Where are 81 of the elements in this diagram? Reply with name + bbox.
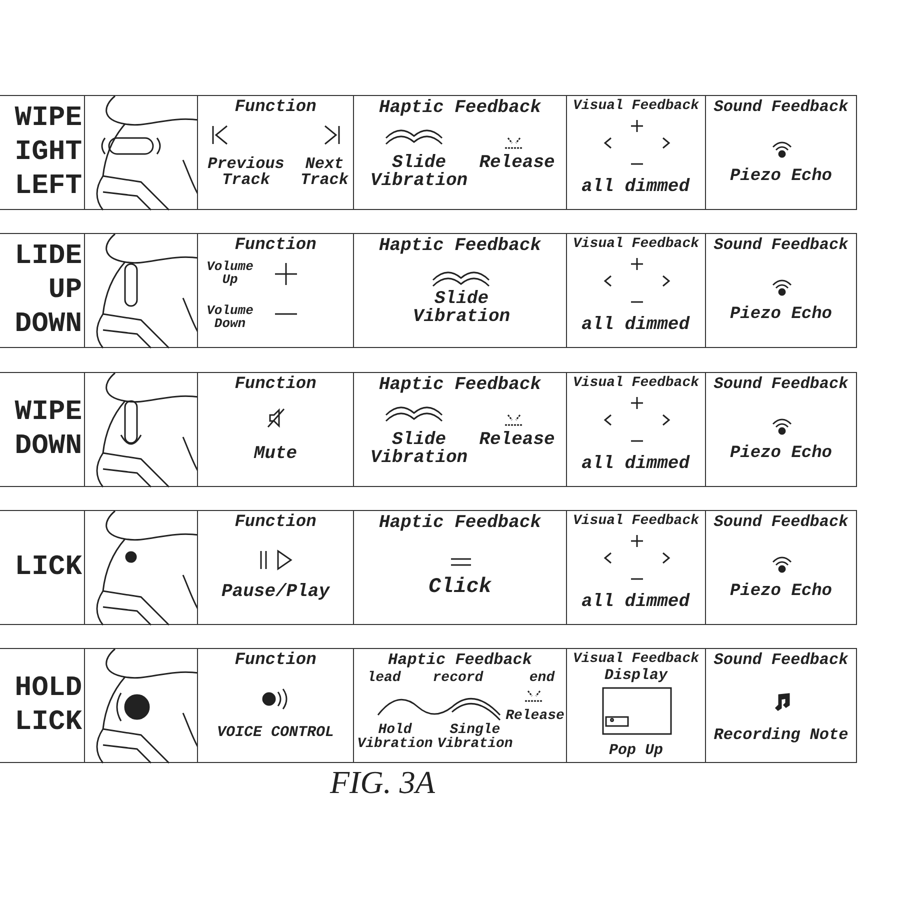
column-heading: Sound Feedback bbox=[712, 513, 850, 531]
feedback-label: all dimmed bbox=[580, 593, 691, 611]
function-label: Mute bbox=[252, 445, 298, 463]
column-heading: Sound Feedback bbox=[712, 651, 850, 669]
column-heading: Function bbox=[234, 98, 318, 117]
feedback-label: all dimmed bbox=[580, 316, 691, 334]
visual-cell bbox=[566, 510, 706, 625]
column-heading: Function bbox=[234, 651, 318, 670]
function-label: Pause/Play bbox=[220, 583, 331, 601]
gesture-cell bbox=[0, 95, 85, 210]
column-heading: Function bbox=[234, 375, 318, 394]
gesture-label: LIDE UP DOWN bbox=[14, 240, 82, 342]
column-heading: Haptic Feedback bbox=[378, 375, 542, 395]
visual-cell bbox=[566, 372, 706, 487]
feedback-label: Release bbox=[478, 431, 556, 449]
visual-cell bbox=[566, 95, 706, 210]
haptic-cell bbox=[353, 233, 567, 348]
gesture-label: WIPE IGHT LEFT bbox=[14, 102, 82, 204]
column-heading: Visual Feedback bbox=[572, 98, 700, 114]
column-heading: Haptic Feedback bbox=[386, 651, 534, 669]
column-heading: Sound Feedback bbox=[712, 236, 850, 254]
feedback-label: Piezo Echo bbox=[728, 306, 834, 323]
gesture-cell bbox=[0, 233, 85, 348]
feedback-label: Release bbox=[504, 709, 566, 723]
sound-cell bbox=[705, 648, 857, 763]
gesture-cell bbox=[0, 510, 85, 625]
function-label: VOICE CONTROL bbox=[216, 725, 336, 740]
function-cell bbox=[197, 372, 354, 487]
feedback-label: Pop Up bbox=[608, 743, 664, 758]
haptic-cell bbox=[353, 95, 567, 210]
function-label: Next Track bbox=[299, 156, 350, 188]
feedback-label: lead bbox=[366, 671, 402, 685]
feedback-label: Recording Note bbox=[712, 727, 850, 743]
visual-cell bbox=[566, 233, 706, 348]
gesture-cell bbox=[0, 372, 85, 487]
haptic-cell bbox=[353, 648, 567, 763]
feedback-label: Slide Vibration bbox=[412, 290, 512, 326]
function-cell bbox=[197, 510, 354, 625]
sound-cell bbox=[705, 233, 857, 348]
column-heading: Haptic Feedback bbox=[378, 236, 542, 256]
sound-cell bbox=[705, 372, 857, 487]
visual-cell bbox=[566, 648, 706, 763]
column-heading: Sound Feedback bbox=[712, 375, 850, 393]
feedback-label: Slide Vibration bbox=[369, 154, 469, 190]
figure-caption: FIG. 3A bbox=[330, 764, 435, 801]
function-label: Volume Up bbox=[206, 260, 254, 286]
feedback-label: Slide Vibration bbox=[369, 431, 469, 467]
function-cell bbox=[197, 95, 354, 210]
feedback-label: all dimmed bbox=[580, 178, 691, 196]
feedback-label: Hold Vibration bbox=[356, 723, 434, 751]
gesture-cell bbox=[0, 648, 85, 763]
feedback-label: end bbox=[528, 671, 556, 685]
gesture-label: LICK bbox=[14, 550, 82, 584]
feedback-label: Release bbox=[478, 154, 556, 172]
haptic-cell bbox=[353, 372, 567, 487]
feedback-label: record bbox=[432, 671, 484, 685]
gesture-label: HOLD LICK bbox=[14, 672, 82, 740]
feedback-label: Display bbox=[603, 668, 669, 683]
feedback-label: Piezo Echo bbox=[728, 445, 834, 462]
haptic-cell bbox=[353, 510, 567, 625]
feedback-label: Piezo Echo bbox=[728, 168, 834, 185]
sound-cell bbox=[705, 510, 857, 625]
gesture-label: WIPE DOWN bbox=[14, 396, 82, 464]
feedback-label: Piezo Echo bbox=[728, 583, 834, 600]
column-heading: Visual Feedback bbox=[572, 236, 700, 252]
function-label: Previous Track bbox=[206, 156, 286, 188]
feedback-label: Click bbox=[427, 577, 492, 598]
column-heading: Haptic Feedback bbox=[378, 513, 542, 533]
column-heading: Function bbox=[234, 513, 318, 532]
column-heading: Function bbox=[234, 236, 318, 255]
column-heading: Visual Feedback bbox=[572, 375, 700, 391]
sound-cell bbox=[705, 95, 857, 210]
function-cell bbox=[197, 233, 354, 348]
column-heading: Sound Feedback bbox=[712, 98, 850, 116]
function-label: Volume Down bbox=[206, 304, 254, 330]
column-heading: Haptic Feedback bbox=[378, 98, 542, 118]
function-cell bbox=[197, 648, 354, 763]
feedback-label: all dimmed bbox=[580, 455, 691, 473]
feedback-label: Single Vibration bbox=[436, 723, 514, 751]
column-heading: Visual Feedback bbox=[572, 513, 700, 529]
column-heading: Visual Feedback bbox=[572, 651, 700, 667]
